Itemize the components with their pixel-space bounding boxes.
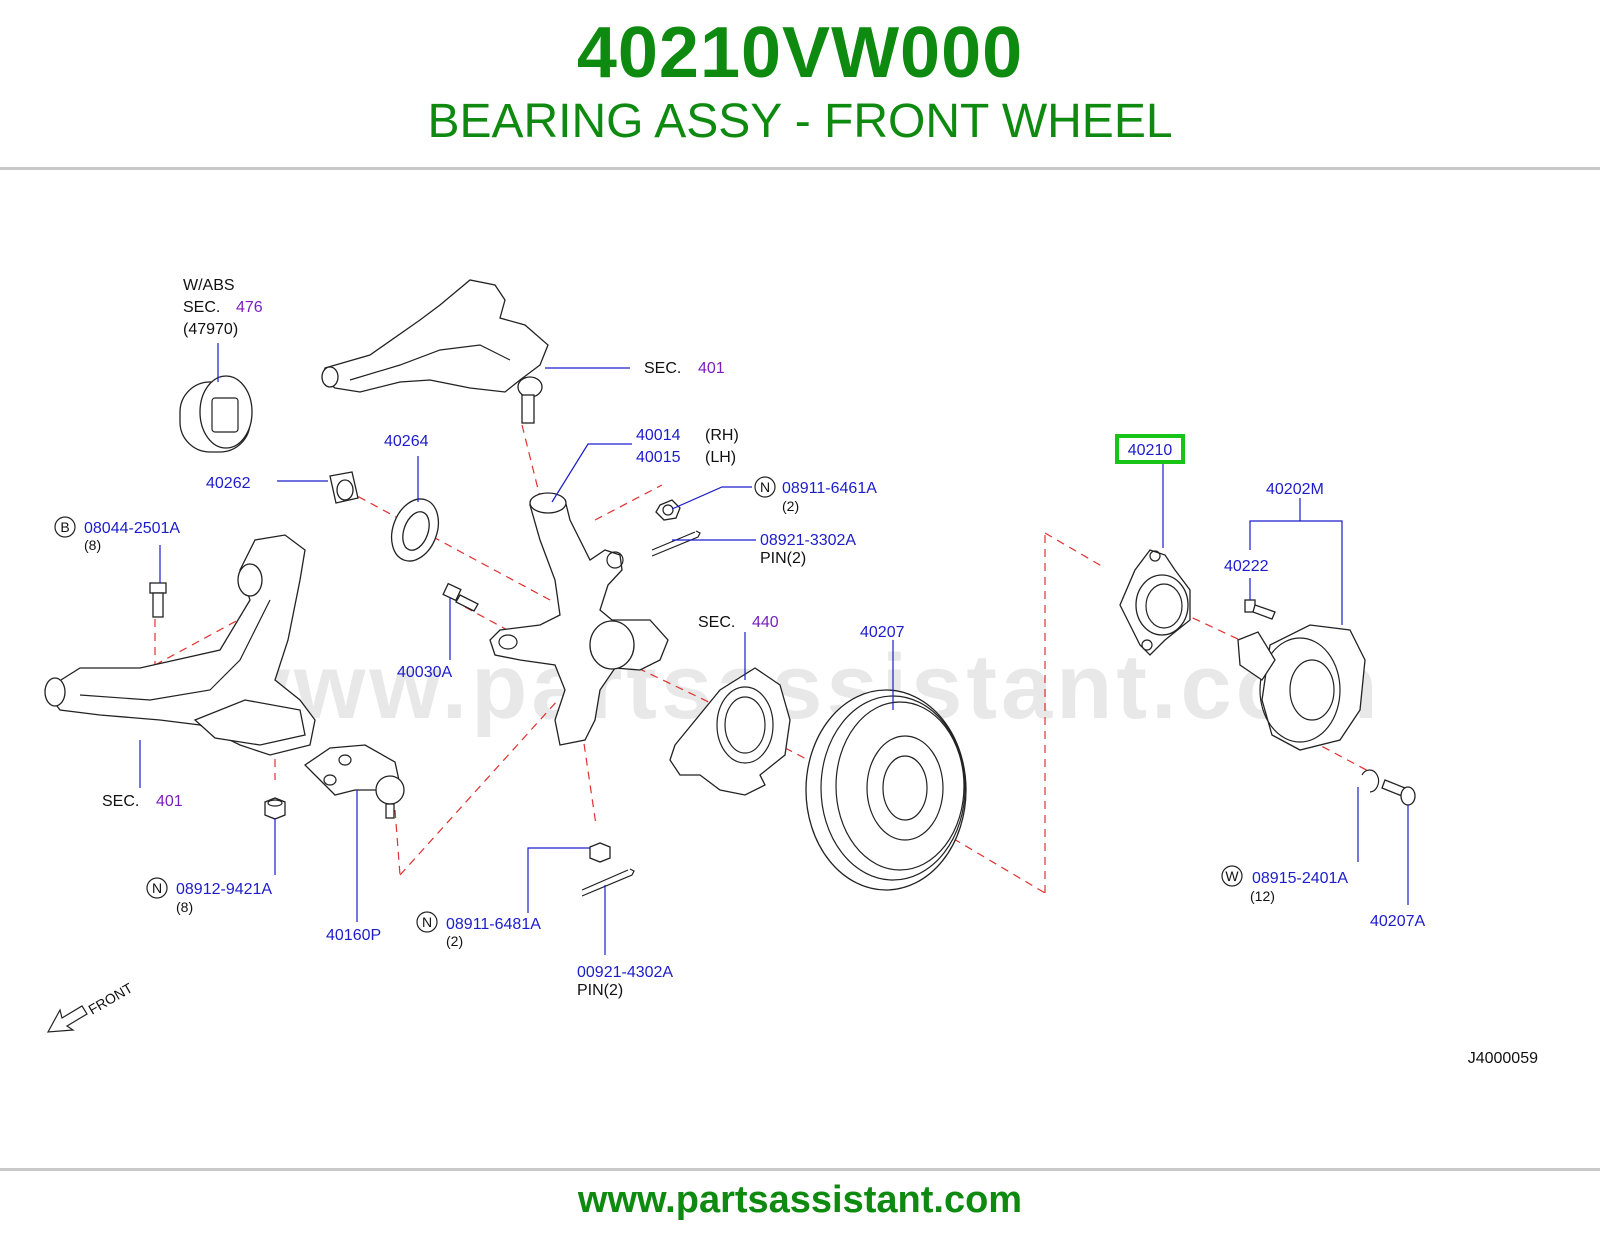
callout-08911-6461A-qty: (2)	[782, 498, 799, 514]
abs-note-line1: W/ABS	[183, 277, 235, 294]
nut-badge-2	[146, 877, 168, 899]
callout-08044-2501A[interactable]: 08044-2501A	[84, 520, 180, 537]
sec-label-plate: SEC.	[698, 614, 735, 631]
callout-40207A[interactable]: 40207A	[1370, 913, 1425, 930]
bolt-40207A	[1381, 779, 1416, 806]
footer-link[interactable]: www.partsassistant.com	[577, 1179, 1023, 1221]
header-divider	[0, 167, 1600, 170]
front-label: FRONT	[86, 979, 136, 1017]
steering-knuckle	[489, 492, 669, 746]
callout-40222[interactable]: 40222	[1224, 558, 1269, 575]
callout-40160P[interactable]: 40160P	[326, 927, 381, 944]
header: 40210VW000 BEARING ASSY - FRONT WHEEL	[0, 0, 1600, 170]
ball-joint-40160P	[303, 744, 405, 819]
nut-badge-3	[416, 911, 438, 933]
nut-badge-2-letter: N	[152, 880, 162, 896]
callout-00921-4302A-sub: PIN(2)	[577, 982, 623, 999]
nut-badge-3-letter: N	[422, 914, 432, 930]
bolt-08044-2501A	[149, 582, 167, 618]
abs-note-line3: (47970)	[183, 321, 238, 338]
nut-badge-1-letter: N	[760, 479, 770, 495]
sec-link-lower[interactable]: 401	[156, 793, 183, 810]
abs-note-sec: SEC.	[183, 299, 220, 316]
callout-40015[interactable]: 40015	[636, 449, 681, 466]
nut-08911-6461A	[655, 499, 681, 521]
hub-assy-40202M	[1237, 624, 1366, 751]
seal-40264	[390, 498, 440, 562]
washer-08915-2401A	[1361, 769, 1380, 793]
highlight-box	[1115, 434, 1185, 464]
cotter-pin-1	[651, 530, 701, 557]
lower-link	[44, 534, 316, 756]
upper-link	[321, 279, 549, 424]
callout-08911-6481A[interactable]: 08911-6481A	[446, 916, 541, 933]
callout-40207[interactable]: 40207	[860, 624, 905, 641]
callout-08921-3302A-sub: PIN(2)	[760, 550, 806, 567]
callout-40264[interactable]: 40264	[384, 433, 429, 450]
callout-08921-3302A[interactable]: 08921-3302A	[760, 532, 856, 549]
baffle-plate	[669, 667, 791, 796]
parts-diagram: www.partsassistant.com	[0, 170, 1600, 1170]
callout-40014-side: (RH)	[705, 427, 739, 444]
callout-08915-2401A-qty: (12)	[1250, 888, 1275, 904]
nut-08912-9421A	[264, 797, 286, 820]
hub-bolt-40222	[1244, 599, 1276, 620]
bolt-badge	[54, 516, 76, 538]
callout-40262[interactable]: 40262	[206, 475, 251, 492]
sec-label-upper: SEC.	[644, 360, 681, 377]
callout-40014[interactable]: 40014	[636, 427, 681, 444]
callout-08044-2501A-qty: (8)	[84, 537, 101, 553]
callout-40202M[interactable]: 40202M	[1266, 481, 1324, 498]
washer-badge-letter: W	[1225, 868, 1239, 884]
washer-badge	[1221, 865, 1243, 887]
footer-divider	[0, 1168, 1600, 1171]
callout-08915-2401A[interactable]: 08915-2401A	[1252, 870, 1348, 887]
cotter-pin-2	[581, 868, 635, 897]
bushing-40262	[329, 471, 359, 504]
part-description: BEARING ASSY - FRONT WHEEL	[427, 95, 1173, 148]
bolt-badge-letter: B	[60, 519, 69, 535]
callout-08911-6481A-qty: (2)	[446, 933, 463, 949]
hub-bearing-40210	[1119, 549, 1191, 656]
diagram-svg: www.partsassistant.com	[44, 277, 1538, 1067]
callout-40015-side: (LH)	[705, 449, 736, 466]
bolt-40030A	[442, 582, 479, 612]
callout-08912-9421A-qty: (8)	[176, 899, 193, 915]
watermark: www.partsassistant.com	[217, 636, 1381, 738]
nut-08911-6481A	[589, 842, 611, 863]
diagram-id: J4000059	[1468, 1050, 1538, 1067]
disc-rotor-40207	[805, 689, 967, 891]
page-title: 40210VW000	[576, 13, 1024, 93]
callout-40210-highlighted[interactable]: 40210	[1128, 442, 1173, 459]
callout-08911-6461A[interactable]: 08911-6461A	[782, 480, 877, 497]
abs-sensor-rotor	[179, 375, 253, 453]
front-arrow-icon	[46, 1005, 88, 1033]
callout-08912-9421A[interactable]: 08912-9421A	[176, 881, 272, 898]
sec-label-lower: SEC.	[102, 793, 139, 810]
sec-link-upper[interactable]: 401	[698, 360, 725, 377]
nut-badge-1	[754, 476, 776, 498]
leader-lines	[139, 343, 1409, 955]
callout-40030A[interactable]: 40030A	[397, 664, 452, 681]
sec-link-plate[interactable]: 440	[752, 614, 779, 631]
callout-00921-4302A[interactable]: 00921-4302A	[577, 964, 673, 981]
abs-note-sec-link[interactable]: 476	[236, 299, 263, 316]
